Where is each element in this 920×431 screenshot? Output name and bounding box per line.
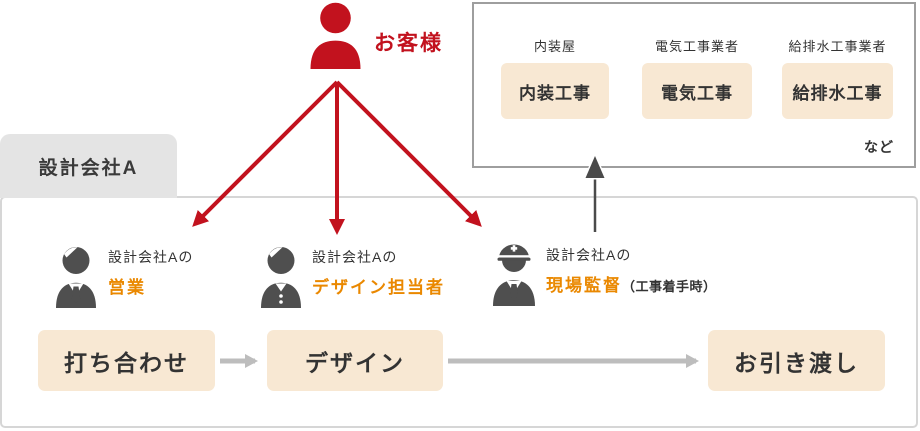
staff-note: （工事着手時） — [622, 279, 717, 294]
contractors-box: 内装屋 内装工事 電気工事業者 電気工事 給排水工事業者 給排水工事 など — [472, 2, 916, 168]
sales-person-icon — [53, 246, 99, 308]
staff-role: デザイン担当者 — [312, 278, 445, 297]
staff-role: 営業 — [108, 278, 146, 297]
company-tab: 設計会社A — [0, 134, 177, 198]
customer-person-icon — [307, 2, 364, 69]
site-supervisor-icon — [490, 242, 538, 306]
step-meeting: 打ち合わせ — [38, 330, 215, 391]
step-handover: お引き渡し — [708, 330, 885, 391]
contractor-interior: 内装屋 内装工事 — [501, 36, 609, 119]
contractor-category: 電気工事業者 — [654, 39, 739, 54]
staff-role: 現場監督 — [546, 276, 622, 295]
staff-label-supervisor: 設計会社Aの 現場監督（工事着手時） — [546, 245, 717, 296]
staff-prefix: 設計会社Aの — [312, 249, 398, 265]
contractor-category: 内装屋 — [533, 39, 576, 54]
contractor-work-box: 内装工事 — [501, 63, 609, 119]
company-frame — [0, 196, 918, 428]
staff-label-designer: 設計会社Aの デザイン担当者 — [312, 247, 445, 298]
step-design: デザイン — [267, 330, 443, 391]
designer-person-icon — [258, 246, 304, 308]
contractor-work-box: 給排水工事 — [782, 63, 893, 119]
contractor-work-box: 電気工事 — [642, 63, 752, 119]
contractor-category: 給排水工事業者 — [788, 39, 887, 54]
customer-label: お客様 — [374, 32, 443, 55]
staff-prefix: 設計会社Aの — [108, 249, 194, 265]
etc-label: など — [864, 139, 894, 155]
contractor-plumbing: 給排水工事業者 給排水工事 — [782, 36, 893, 119]
staff-label-sales: 設計会社Aの 営業 — [108, 247, 193, 298]
contractor-electric: 電気工事業者 電気工事 — [642, 36, 752, 119]
staff-prefix: 設計会社Aの — [546, 247, 632, 263]
